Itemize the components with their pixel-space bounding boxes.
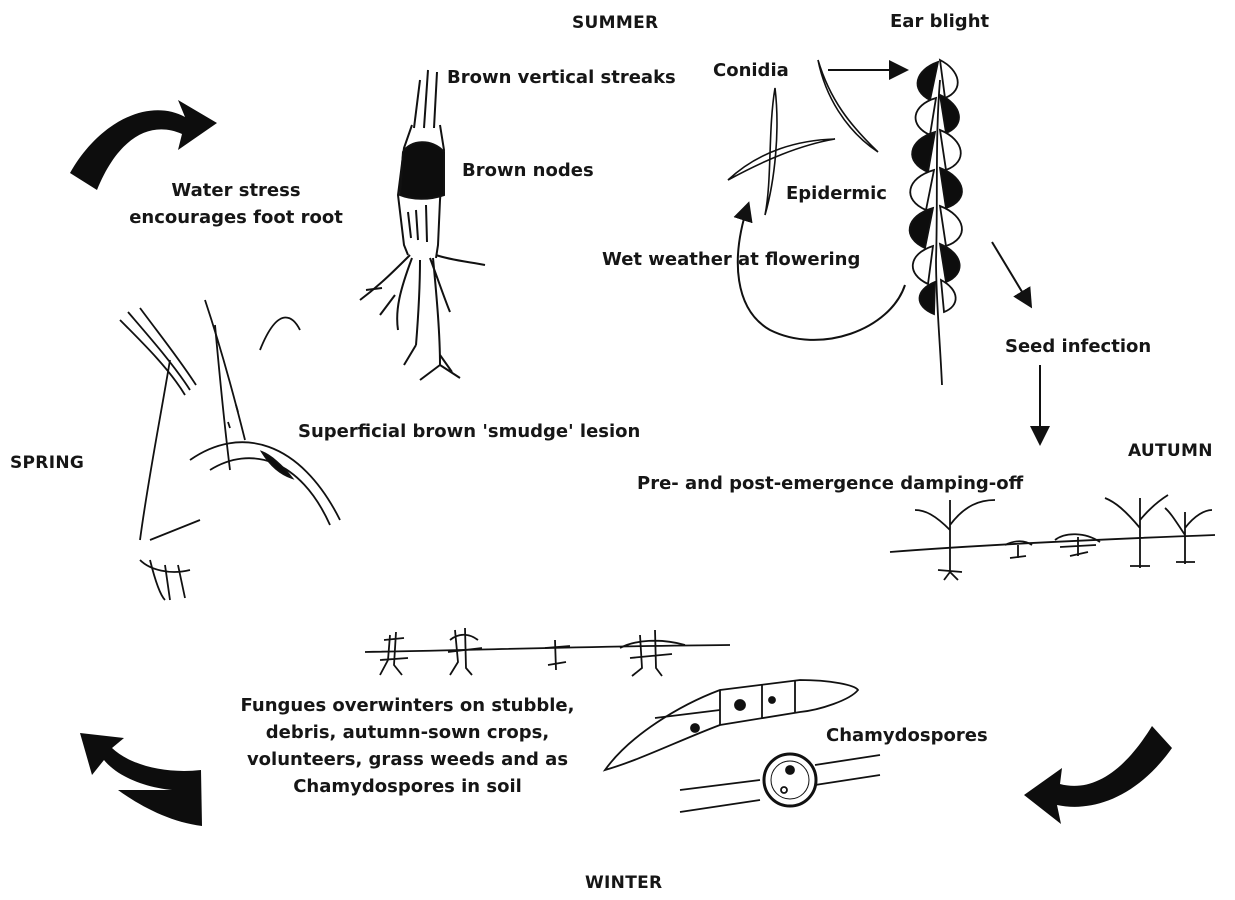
- season-spring: SPRING: [10, 450, 84, 477]
- label-epidermic: Epidermic: [786, 180, 887, 207]
- leaf-sheath-illustration: [120, 300, 340, 600]
- label-water-stress: Water stress encourages foot root: [110, 177, 362, 231]
- season-summer: SUMMER: [572, 10, 658, 37]
- label-wet-weather: Wet weather at flowering: [602, 246, 860, 273]
- season-winter: WINTER: [585, 870, 662, 897]
- label-chlamydospores: Chamydospores: [826, 722, 988, 749]
- stubble-illustration: [365, 628, 730, 676]
- wheat-ear-illustration: [910, 60, 962, 385]
- stem-base-illustration: [360, 70, 485, 380]
- label-smudge-lesion: Superficial brown 'smudge' lesion: [298, 418, 640, 445]
- label-overwinter: Fungues overwinters on stubble, debris, …: [210, 692, 605, 800]
- label-seed-infection: Seed infection: [1005, 333, 1151, 360]
- label-brown-vertical-streaks: Brown vertical streaks: [447, 64, 676, 91]
- label-conidia: Conidia: [713, 57, 789, 84]
- curved-arrow-winter-to-spring: [80, 733, 202, 826]
- season-autumn: AUTUMN: [1128, 438, 1213, 465]
- label-ear-blight: Ear blight: [890, 8, 989, 35]
- label-damping-off: Pre- and post-emergence damping-off: [637, 470, 1023, 497]
- ear-to-seed-arrow: [992, 242, 1030, 305]
- label-brown-nodes: Brown nodes: [462, 157, 594, 184]
- seedlings-illustration: [890, 495, 1215, 580]
- curved-arrow-autumn-to-winter: [1024, 726, 1172, 824]
